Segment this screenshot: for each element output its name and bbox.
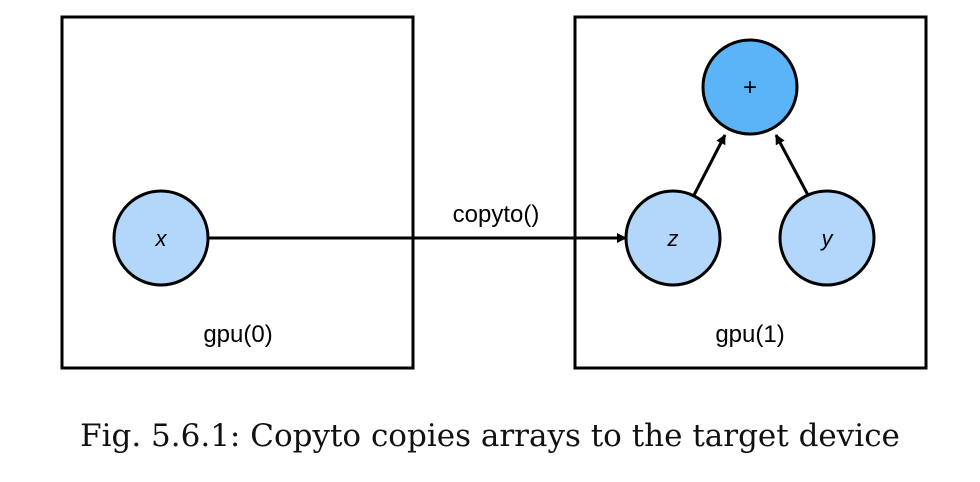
- node-z: z: [624, 189, 722, 287]
- node-x-label: x: [155, 226, 168, 251]
- node-x-circle: [112, 189, 210, 287]
- node-y-circle: [778, 189, 876, 287]
- edge-copyto-label: copyto(): [453, 201, 540, 228]
- device-box-gpu1: [573, 15, 928, 370]
- edge-z-to-plus: [691, 134, 727, 198]
- device-box-gpu0: [60, 15, 415, 370]
- figure-caption: Fig. 5.6.1: Copyto copies arrays to the …: [80, 418, 900, 454]
- node-plus-label: +: [743, 74, 757, 101]
- node-plus-circle: [701, 38, 799, 136]
- node-y: y: [778, 189, 876, 287]
- device-label-gpu0: gpu(0): [203, 321, 272, 348]
- node-z-circle: [624, 189, 722, 287]
- edge-y-to-plus: [774, 134, 811, 198]
- node-y-label: y: [820, 226, 835, 251]
- node-x: x: [112, 189, 210, 287]
- diagram: gpu(0) gpu(1) copyto() x z y +: [60, 15, 928, 370]
- device-label-gpu1: gpu(1): [715, 321, 784, 348]
- node-z-label: z: [667, 226, 679, 251]
- node-plus: +: [701, 38, 799, 136]
